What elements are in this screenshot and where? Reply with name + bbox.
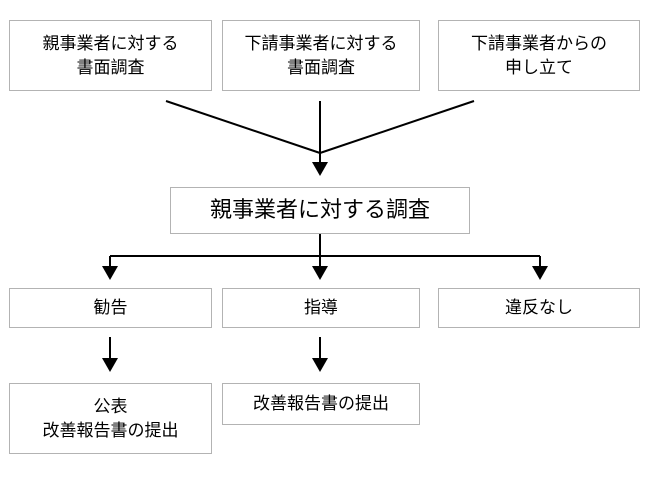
arrowhead-guidance: [312, 266, 328, 280]
node-source-report: 下請事業者からの 申し立て: [438, 20, 640, 91]
arrowhead-none: [532, 266, 548, 280]
node-investigation: 親事業者に対する調査: [170, 187, 470, 234]
node-outcome-none: 違反なし: [438, 288, 640, 328]
node-source-sub-survey: 下請事業者に対する 書面調査: [222, 20, 420, 91]
node-source-parent-survey: 親事業者に対する 書面調査: [9, 20, 212, 91]
node-outcome-advice: 勧告: [9, 288, 212, 328]
node-result-advice: 公表 改善報告書の提出: [9, 383, 212, 454]
node-result-guidance: 改善報告書の提出: [222, 383, 420, 425]
arrowhead-advice: [102, 266, 118, 280]
arrowhead-result-advice: [102, 358, 118, 372]
arrowhead-result-guidance: [312, 358, 328, 372]
node-outcome-guidance: 指導: [222, 288, 420, 328]
edge-source-report: [319, 100, 475, 154]
arrowhead-investigation: [312, 162, 328, 176]
edge-source-parent: [165, 100, 321, 154]
